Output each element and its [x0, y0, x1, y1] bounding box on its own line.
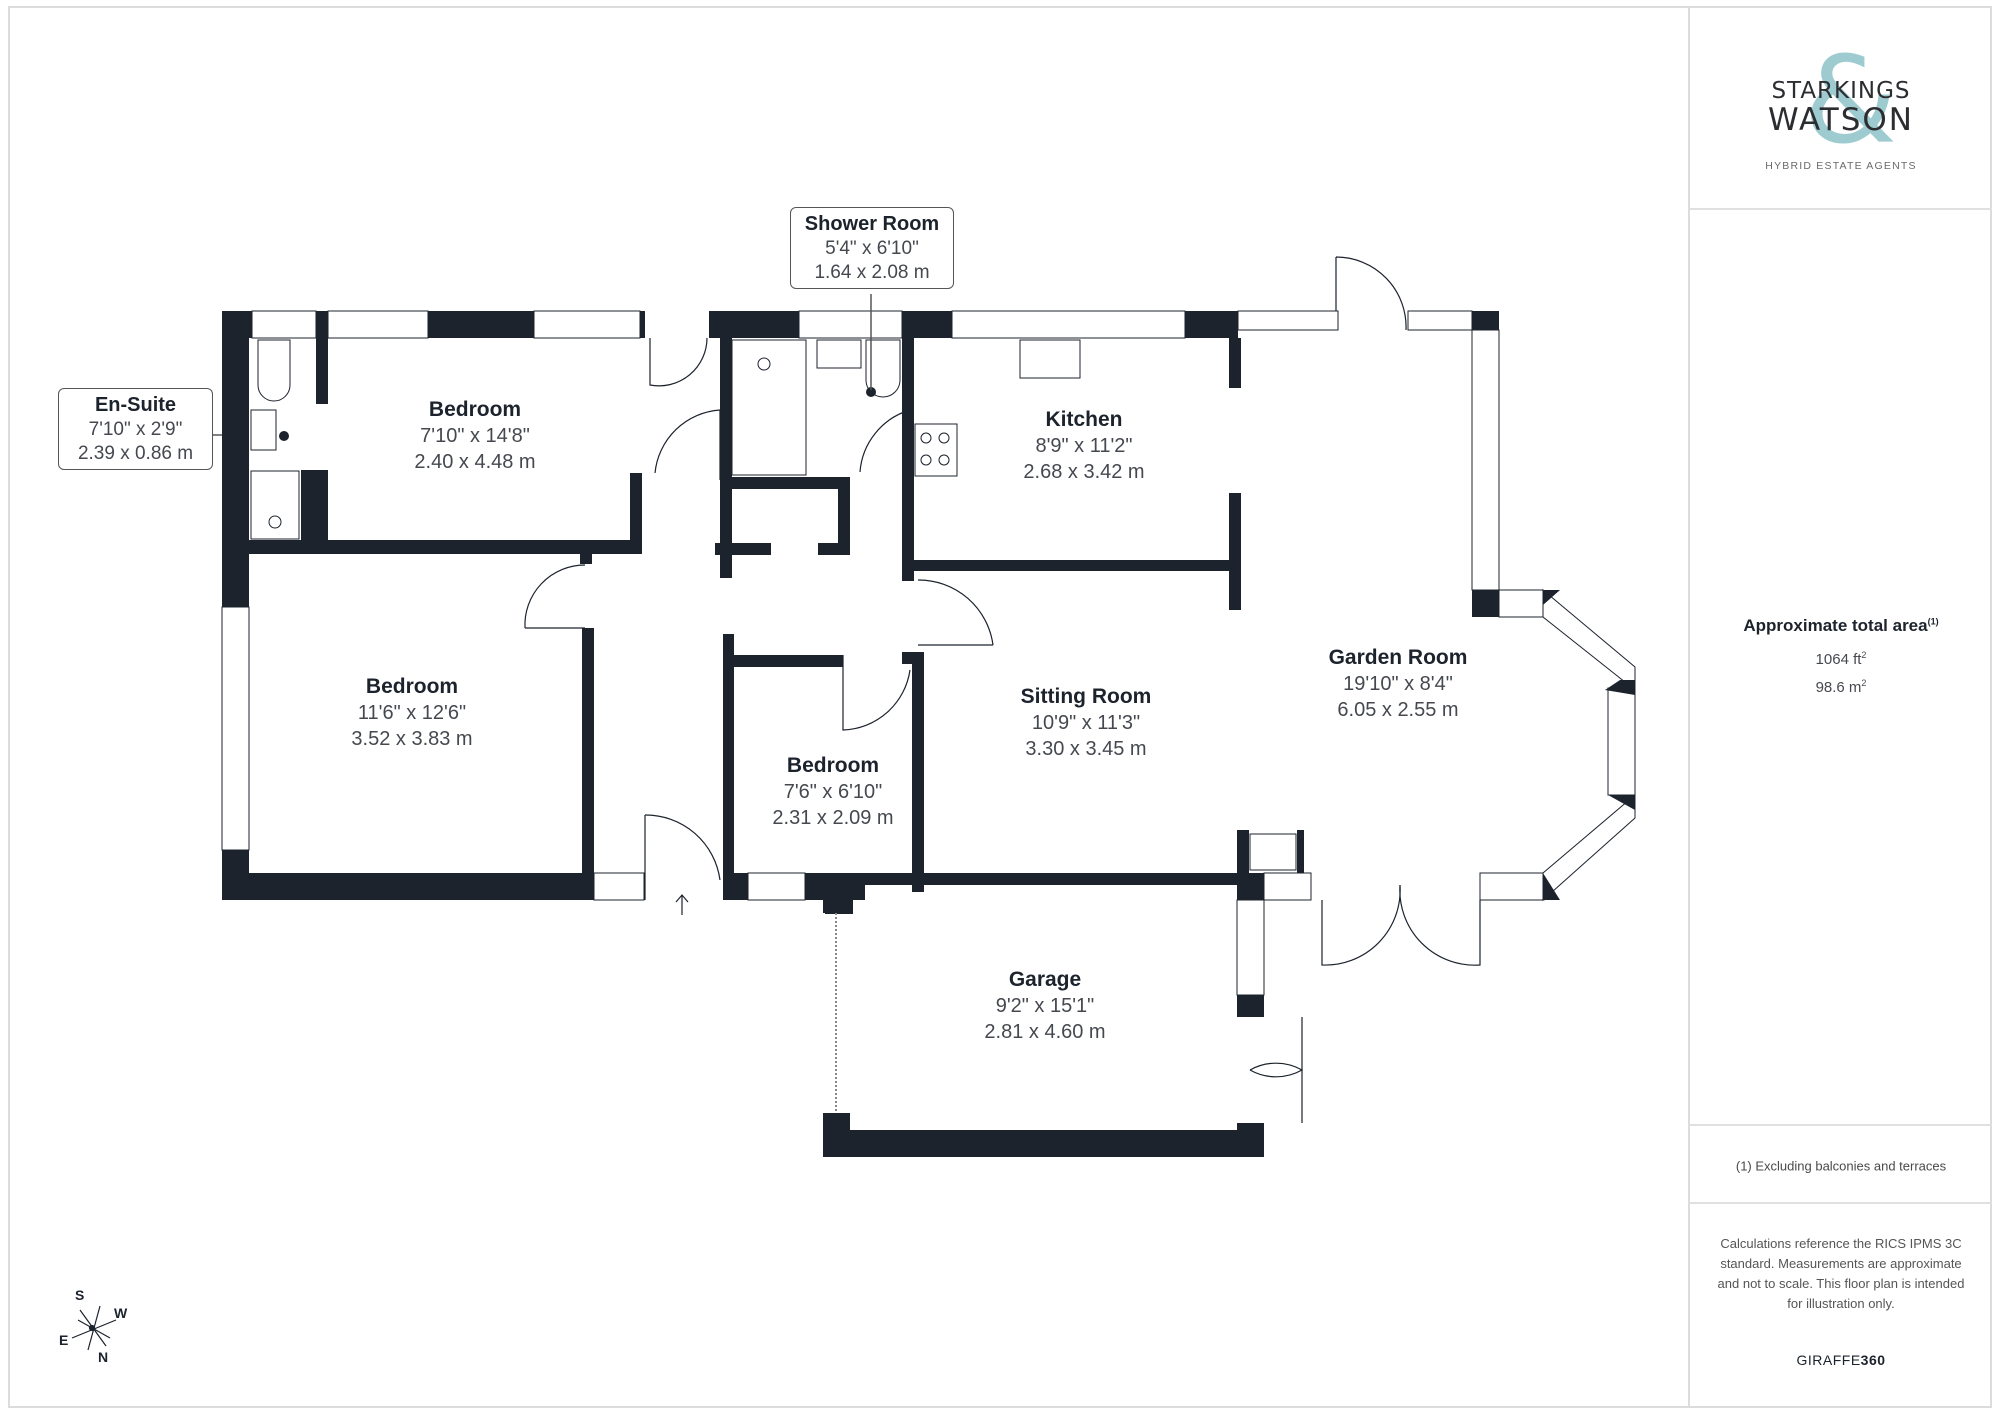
- area-title: Approximate total area(1): [1690, 616, 1992, 636]
- room-name: Kitchen: [1045, 408, 1123, 431]
- squared-superscript: 2: [1861, 678, 1867, 688]
- room-label-garage: Garage 9'2" x 15'1" 2.81 x 4.60 m: [984, 967, 1105, 1045]
- logo-panel: & STARKINGS WATSON HYBRID ESTATE AGENTS: [1690, 6, 1992, 210]
- room-callout-shower-room: Shower Room 5'4" x 6'10" 1.64 x 2.08 m: [790, 207, 954, 289]
- room-dim-imperial: 10'9" x 11'3": [1031, 712, 1141, 734]
- room-name: Bedroom: [428, 398, 522, 421]
- doors: [524, 256, 1481, 1123]
- room-label-kitchen: Kitchen 8'9" x 11'2" 2.68 x 3.42 m: [1023, 407, 1144, 485]
- room-dim-imperial: 8'9" x 11'2": [1035, 435, 1133, 457]
- area-square-feet: 1064 ft2: [1690, 650, 1992, 668]
- room-name: Bedroom: [786, 754, 880, 777]
- room-name: Garage: [1008, 968, 1082, 991]
- room-dim-imperial: 7'6" x 6'10": [783, 781, 883, 803]
- area-ft-value: 1064 ft: [1815, 651, 1862, 668]
- room-dim-imperial: 7'10" x 14'8": [420, 425, 530, 447]
- area-panel: Approximate total area(1) 1064 ft2 98.6 …: [1690, 210, 1992, 1126]
- room-dim-metric: 2.40 x 4.48 m: [414, 451, 536, 473]
- fixtures: [250, 339, 1297, 871]
- area-m-value: 98.6 m: [1815, 679, 1862, 696]
- compass-south-label: S: [75, 1287, 85, 1303]
- compass-icon: [71, 1305, 117, 1351]
- room-dim-metric: 2.31 x 2.09 m: [772, 807, 894, 829]
- floor-plan-drawing: [71, 256, 1636, 1351]
- room-dim-metric: 2.68 x 3.42 m: [1023, 461, 1145, 483]
- room-dim-imperial: 11'6" x 12'6": [357, 702, 467, 724]
- room-dim-metric: 2.39 x 0.86 m: [77, 443, 194, 464]
- brand-logo: & STARKINGS WATSON HYBRID ESTATE AGENTS: [1765, 42, 1916, 173]
- room-name: Sitting Room: [1020, 685, 1152, 708]
- footnote-text: (1) Excluding balconies and terraces: [1735, 1158, 1947, 1174]
- entrance-arrow-icon: [675, 894, 689, 915]
- brand-name-line1: STARKINGS: [1771, 78, 1911, 104]
- room-name: Shower Room: [804, 213, 940, 235]
- compass-north-label: N: [98, 1349, 109, 1365]
- info-sidebar: & STARKINGS WATSON HYBRID ESTATE AGENTS …: [1688, 6, 1992, 1408]
- area-footnote-marker: (1): [1927, 616, 1939, 627]
- credit-suffix: 360: [1860, 1352, 1886, 1368]
- credit-prefix: GIRAFFE: [1796, 1352, 1861, 1368]
- room-name: Garden Room: [1328, 646, 1468, 669]
- squared-superscript: 2: [1861, 650, 1867, 660]
- room-label-bedroom-3: Bedroom 7'6" x 6'10" 2.31 x 2.09 m: [772, 753, 893, 831]
- page-frame: [8, 6, 1992, 1408]
- ampersand-logo-icon: &: [1803, 32, 1898, 171]
- room-callout-en-suite: En-Suite 7'10" x 2'9" 2.39 x 0.86 m: [58, 388, 213, 470]
- room-label-bedroom-1: Bedroom 7'10" x 14'8" 2.40 x 4.48 m: [414, 397, 535, 475]
- walls: [222, 311, 1499, 1157]
- area-square-meters: 98.6 m2: [1690, 678, 1992, 696]
- room-label-sitting-room: Sitting Room 10'9" x 11'3" 3.30 x 3.45 m: [1021, 684, 1152, 762]
- room-name: Bedroom: [365, 675, 459, 698]
- room-dim-imperial: 9'2" x 15'1": [995, 995, 1095, 1017]
- brand-tagline: HYBRID ESTATE AGENTS: [1765, 160, 1917, 172]
- room-name: En-Suite: [94, 394, 177, 416]
- disclaimer-panel: Calculations reference the RICS IPMS 3C …: [1690, 1204, 1992, 1408]
- room-dim-imperial: 7'10" x 2'9": [88, 419, 183, 440]
- compass-west-label: W: [114, 1305, 128, 1321]
- brand-name-line2: WATSON: [1768, 102, 1914, 138]
- room-dim-imperial: 5'4" x 6'10": [825, 238, 919, 259]
- room-dim-metric: 3.30 x 3.45 m: [1025, 738, 1147, 760]
- disclaimer-text: Calculations reference the RICS IPMS 3C …: [1717, 1236, 1965, 1311]
- room-label-garden-room: Garden Room 19'10" x 8'4" 6.05 x 2.55 m: [1329, 645, 1468, 723]
- room-label-bedroom-2: Bedroom 11'6" x 12'6" 3.52 x 3.83 m: [351, 674, 472, 752]
- room-dim-imperial: 19'10" x 8'4": [1343, 673, 1453, 695]
- room-dim-metric: 1.64 x 2.08 m: [814, 262, 930, 283]
- floor-plan: S W E N En-Suite 7'10" x 2'9" 2.39 x 0.8…: [58, 207, 1636, 1365]
- room-dim-metric: 6.05 x 2.55 m: [1337, 699, 1459, 721]
- compass-east-label: E: [59, 1332, 69, 1348]
- room-dim-metric: 2.81 x 4.60 m: [984, 1021, 1106, 1043]
- footnote-panel: (1) Excluding balconies and terraces: [1690, 1126, 1992, 1204]
- area-title-text: Approximate total area: [1743, 616, 1928, 635]
- room-dim-metric: 3.52 x 3.83 m: [351, 728, 473, 750]
- giraffe360-credit: GIRAFFE360: [1690, 1352, 1992, 1368]
